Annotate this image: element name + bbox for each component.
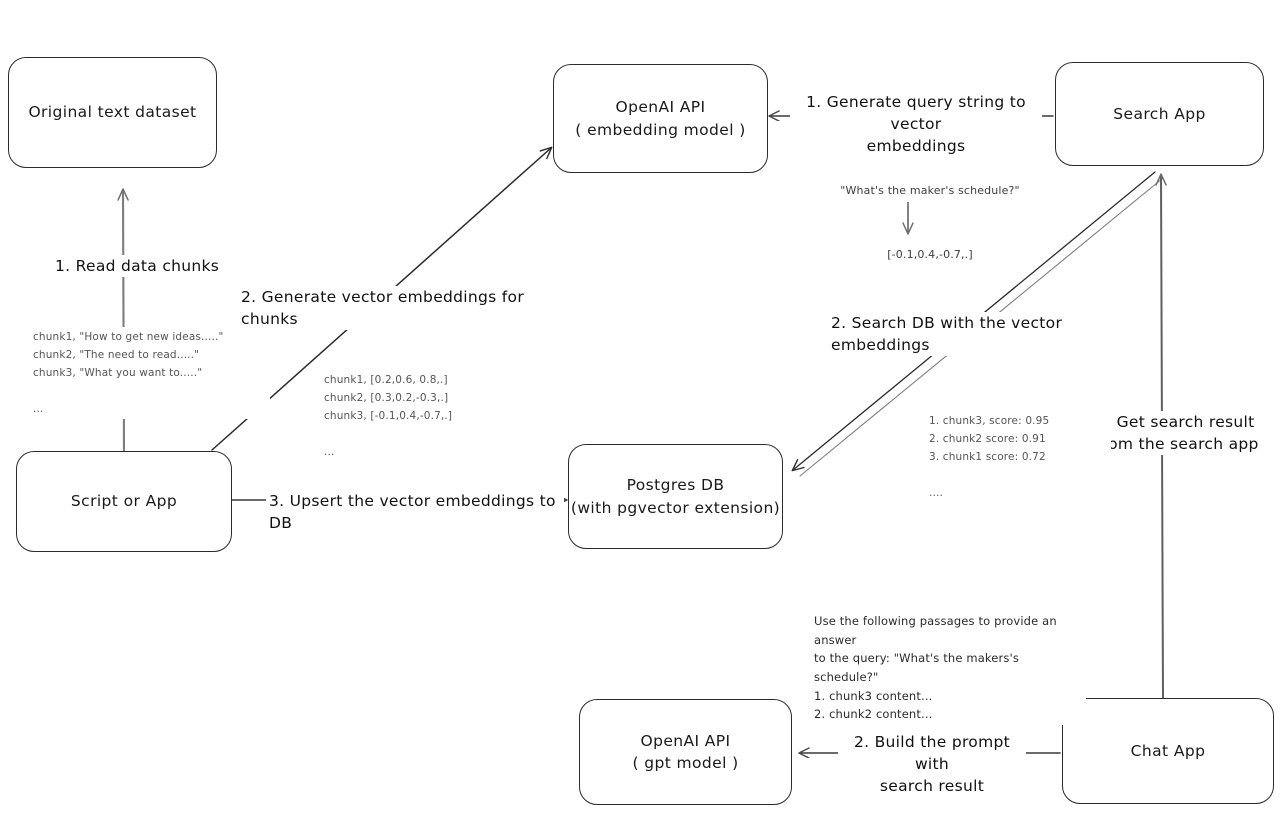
node-search-app[interactable]: Search App: [1055, 62, 1264, 166]
edge-label-upsert-embeddings: 3. Upsert the vector embeddings to DB: [266, 490, 564, 534]
node-label: Postgres DB (with pgvector extension): [570, 476, 781, 517]
edge-label-generate-vector-embeddings: 2. Generate vector embeddings for chunks: [238, 286, 544, 330]
node-label: Search App: [1113, 104, 1206, 123]
note-query-vector: [-0.1,0.4,-0.7,.]: [858, 245, 1002, 266]
node-openai-gpt-api[interactable]: OpenAI API ( gpt model ): [579, 699, 792, 805]
node-label: Original text dataset: [28, 103, 197, 122]
note-search-results: 1. chunk3, score: 0.95 2. chunk2 score: …: [927, 411, 1111, 504]
edge-label-generate-query-embeddings: 1. Generate query string to vector embed…: [790, 91, 1042, 157]
node-original-text-dataset[interactable]: Original text dataset: [8, 57, 217, 168]
node-script-or-app[interactable]: Script or App: [16, 451, 232, 552]
node-postgres-db[interactable]: Postgres DB (with pgvector extension): [568, 444, 783, 549]
node-label: Script or App: [70, 492, 178, 511]
node-label: Chat App: [1130, 741, 1206, 760]
node-openai-embedding-api[interactable]: OpenAI API ( embedding model ): [553, 64, 768, 173]
note-chunk-vectors: chunk1, [0.2,0.6, 0.8,.] chunk2, [0.3,0.…: [322, 370, 556, 463]
note-query-string: "What's the maker's schedule?": [828, 181, 1032, 202]
note-prompt-sample: Use the following passages to provide an…: [812, 611, 1086, 725]
edge-label-search-db: 2. Search DB with the vector embeddings: [828, 312, 1136, 356]
edge-label-build-prompt: 2. Build the prompt with search result: [838, 731, 1026, 797]
edge-label-read-data-chunks: 1. Read data chunks: [52, 255, 258, 277]
node-label: OpenAI API ( embedding model ): [575, 98, 746, 139]
edge-label-get-search-result: 1. Get search result from the search app: [1093, 411, 1279, 455]
node-chat-app[interactable]: Chat App: [1062, 698, 1274, 804]
node-label: OpenAI API ( gpt model ): [632, 731, 739, 772]
note-chunks-sample: chunk1, "How to get new ideas....." chun…: [31, 327, 270, 420]
